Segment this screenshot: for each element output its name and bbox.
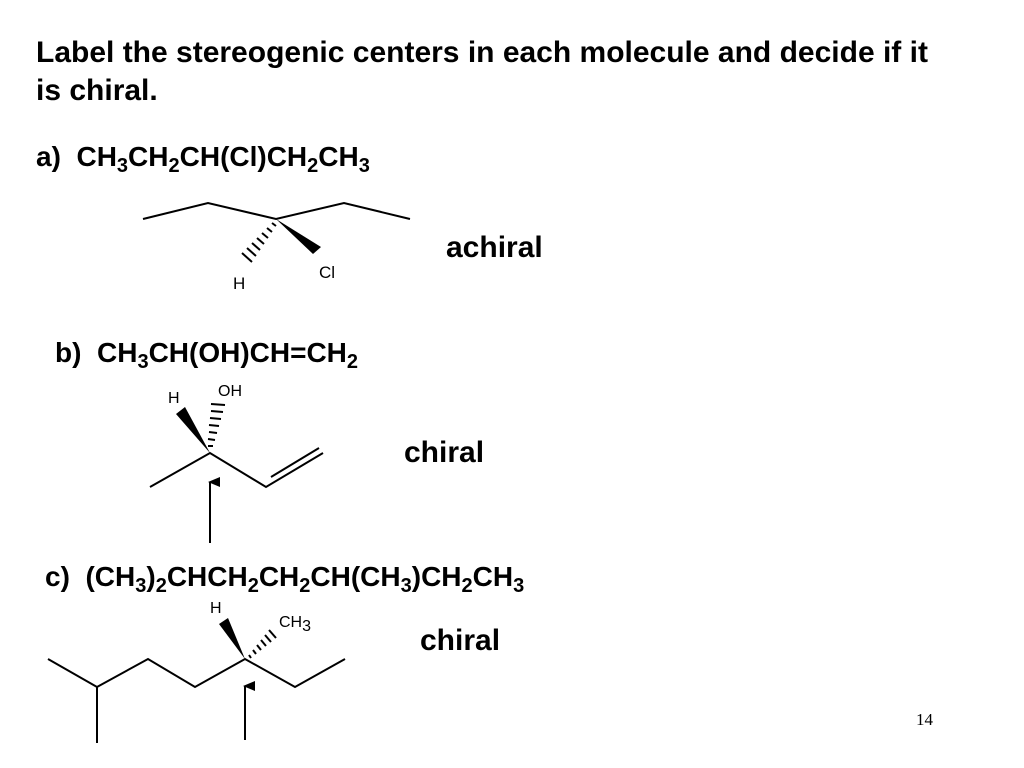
answer-c: chiral — [420, 624, 501, 657]
formula-subscript: 3 — [358, 155, 370, 177]
molecule-b-skeleton — [149, 451, 324, 489]
formula-segment: CH(OH)CH=CH — [148, 337, 347, 368]
molecule-c — [47, 618, 346, 743]
formula-subscript: 2 — [346, 351, 359, 373]
molecule-c-skeleton — [47, 657, 346, 689]
molecule-c-ch3-label: CH3 — [279, 614, 311, 635]
formula-segment: )CH — [411, 561, 462, 592]
formula-subscript: 2 — [155, 575, 167, 597]
formula-text-b: CH3CH(OH)CH=CH2 — [97, 337, 358, 372]
problem-letter-c: c) — [45, 561, 70, 592]
molecule-c-hash-ch3 — [248, 629, 277, 659]
molecule-b-wedge-h — [176, 407, 210, 453]
formula-b: b) CH3CH(OH)CH=CH2 — [55, 337, 358, 372]
molecule-b-oh-label: OH — [218, 383, 242, 400]
molecule-b-double-bond-inner — [270, 447, 320, 478]
formula-segment: CH — [472, 561, 514, 592]
formula-subscript: 3 — [400, 575, 412, 597]
formula-segment: CH — [258, 561, 300, 592]
molecule-a — [142, 201, 411, 263]
formula-subscript: 3 — [116, 155, 129, 177]
molecule-a-wedge-cl — [276, 219, 321, 254]
molecule-b — [149, 403, 324, 543]
formula-subscript: 2 — [168, 155, 180, 177]
molecule-a-skeleton — [142, 201, 411, 221]
formula-segment: CH — [97, 337, 138, 368]
molecule-c-ch3-sub: 3 — [302, 618, 311, 635]
formula-subscript: 2 — [247, 575, 259, 597]
formula-segment: CH — [318, 141, 359, 172]
formula-segment: CH — [128, 141, 169, 172]
formula-segment: CH — [76, 141, 117, 172]
slide-title: Label the stereogenic centers in each mo… — [36, 36, 928, 108]
formula-c: c) (CH3)2CHCH2CH2CH(CH3)CH2CH3 — [45, 561, 524, 596]
formula-segment: CH(CH — [310, 561, 401, 592]
molecule-c-wedge-h — [219, 618, 245, 659]
formula-subscript: 2 — [461, 575, 473, 597]
formula-segment: CH(Cl)CH — [179, 141, 308, 172]
formula-text-a: CH3CH2CH(Cl)CH2CH3 — [76, 141, 369, 176]
molecule-a-hash-h — [241, 222, 277, 263]
formula-subscript: 3 — [137, 351, 149, 373]
formula-subscript: 3 — [135, 575, 147, 597]
molecule-b-hash-oh — [207, 403, 226, 447]
molecule-a-h-label: H — [233, 274, 245, 293]
formula-subscript: 2 — [307, 155, 319, 177]
molecule-a-cl-label: Cl — [319, 263, 335, 282]
page-number: 14 — [916, 710, 933, 729]
answer-a: achiral — [446, 231, 543, 264]
formula-subscript: 3 — [513, 575, 525, 597]
molecule-b-h-label: H — [168, 390, 180, 407]
problem-letter-a: a) — [36, 141, 61, 172]
formula-a: a) CH3CH2CH(Cl)CH2CH3 — [36, 141, 370, 176]
formula-segment: CHCH — [166, 561, 248, 592]
problem-letter-b: b) — [55, 337, 82, 368]
formula-text-c: (CH3)2CHCH2CH2CH(CH3)CH2CH3 — [85, 561, 524, 596]
answer-b: chiral — [404, 436, 485, 469]
molecule-c-ch3-main: CH — [279, 614, 302, 631]
molecule-c-h-label: H — [210, 600, 222, 617]
formula-segment: (CH — [85, 561, 136, 592]
formula-segment: ) — [146, 561, 156, 592]
formula-subscript: 2 — [299, 575, 311, 597]
